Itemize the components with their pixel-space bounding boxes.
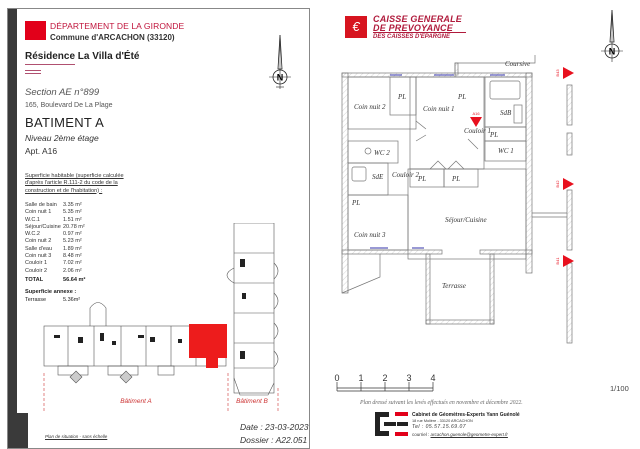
svg-text:Coin nuit 3: Coin nuit 3	[354, 231, 386, 239]
cgp-logo-line2: DE PREVOYANCE	[373, 23, 453, 33]
left-sidebar-bar	[8, 9, 17, 448]
svg-text:Bâtiment A: Bâtiment A	[120, 398, 152, 405]
department-logo-square	[25, 21, 46, 40]
cabinet-logo-icon	[375, 412, 408, 436]
apartment-a16-highlight	[189, 324, 227, 358]
cgp-logo-line3: DES CAISSES D'EPARGNE	[373, 34, 450, 40]
svg-text:PL: PL	[351, 199, 360, 207]
divider	[25, 73, 41, 74]
svg-text:PL: PL	[451, 175, 460, 183]
svg-text:PL: PL	[417, 175, 426, 183]
svg-text:Bâtiment B: Bâtiment B	[236, 398, 268, 405]
apartment-label: Apt. A16	[25, 146, 58, 156]
left-page-situation-plan: DÉPARTEMENT DE LA GIRONDE Commune d'ARCA…	[7, 8, 310, 449]
svg-text:SdB: SdB	[500, 109, 512, 117]
north-arrow-icon: N	[269, 34, 291, 89]
svg-text:1: 1	[358, 373, 363, 383]
svg-text:WC 2: WC 2	[374, 149, 390, 157]
floor-plan-drawing: A16 B43 B42 B41 Coin nuit 2 PL Coin nuit…	[341, 55, 574, 344]
divider	[373, 32, 466, 33]
niveau-label: Niveau 2ème étage	[25, 133, 99, 143]
scale-ratio: 1/100	[610, 384, 629, 393]
marker-b43	[563, 67, 574, 79]
divider	[25, 70, 41, 71]
plan-note: Plan dressé suivant les levés effectués …	[360, 400, 523, 406]
cabinet-address: 18 rue Molière - 33120 ARCACHON	[412, 419, 473, 423]
batiment-title: BATIMENT A	[25, 115, 105, 130]
svg-text:Couloir 1: Couloir 1	[464, 127, 491, 135]
svg-text:WC 1: WC 1	[498, 147, 514, 155]
svg-text:Coin nuit 1: Coin nuit 1	[423, 105, 455, 113]
plan-caption: Plan de situation - sans échelle	[45, 434, 108, 439]
svg-text:B41: B41	[555, 257, 560, 265]
door-marker-a16	[470, 117, 482, 127]
marker-icons	[470, 67, 574, 267]
cgp-logo-line1: CAISSE GENERALE	[373, 14, 463, 24]
divider	[25, 64, 75, 65]
svg-text:Coursive: Coursive	[505, 60, 530, 68]
cabinet-name: Cabinet de Géomètres-Experts Yann Guénol…	[412, 412, 520, 418]
north-arrow-icon: N	[601, 9, 623, 62]
dossier-label: Dossier : A22.051	[240, 435, 308, 445]
svg-text:3: 3	[406, 373, 411, 383]
svg-text:SdE: SdE	[372, 173, 384, 181]
situation-plan-drawing: Bâtiment A Bâtiment B	[43, 223, 279, 411]
scale-bar: 0 1 2 3 4	[334, 373, 436, 392]
marker-b42	[563, 178, 574, 190]
svg-text:Coin nuit 2: Coin nuit 2	[354, 103, 386, 111]
svg-text:PL: PL	[397, 93, 406, 101]
cgp-logo-icon: €	[345, 16, 367, 38]
address-label: 165, Boulevard De La Plage	[25, 102, 113, 109]
svg-text:B43: B43	[555, 69, 560, 77]
section-label: Section AE n°899	[25, 87, 100, 98]
svg-text:PL: PL	[457, 93, 466, 101]
svg-text:0: 0	[334, 373, 339, 383]
svg-text:N: N	[609, 47, 616, 57]
svg-text:Séjour/Cuisine: Séjour/Cuisine	[445, 216, 487, 224]
date-label: Date : 23-03-2023	[240, 422, 309, 432]
svg-text:2: 2	[382, 373, 387, 383]
svg-text:N: N	[277, 73, 284, 83]
svg-text:Terrasse: Terrasse	[442, 282, 466, 290]
department-title: DÉPARTEMENT DE LA GIRONDE	[50, 21, 185, 31]
svg-text:4: 4	[430, 373, 435, 383]
svg-text:B42: B42	[555, 180, 560, 188]
left-sidebar-foot	[8, 413, 28, 448]
surface-heading: Superficie habitable (superficie calculé…	[25, 173, 124, 194]
svg-text:A16: A16	[472, 111, 480, 116]
marker-b41	[563, 255, 574, 267]
residence-title: Résidence La Villa d'Été	[25, 51, 140, 62]
cabinet-email-link[interactable]: arcachon.guenole@geometre-expert.fr	[430, 432, 508, 437]
svg-text:PL: PL	[489, 131, 498, 139]
annex-heading: Superficie annexe :	[25, 289, 77, 295]
svg-text:Couloir 2: Couloir 2	[392, 171, 420, 179]
cabinet-phone: Tel : 05.57.15.69.07	[412, 424, 467, 430]
commune-label: Commune d'ARCACHON (33120)	[50, 33, 175, 42]
cabinet-email-line: courriel : arcachon.guenole@geometre-exp…	[412, 432, 508, 437]
